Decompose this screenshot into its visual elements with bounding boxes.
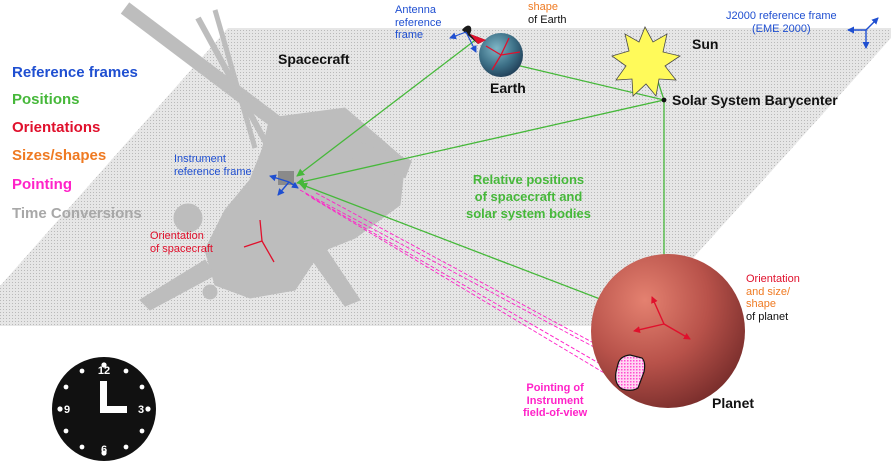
instrument-frame-icon xyxy=(269,171,299,196)
planet-axes xyxy=(633,296,691,340)
label-j2000-frame: J2000 reference frame (EME 2000) xyxy=(726,10,837,35)
j2000-frame-icon xyxy=(847,17,879,49)
label-instrument-frame: Instrument reference frame xyxy=(174,153,252,178)
label-planet-orientation: Orientation and size/ shape of planet xyxy=(746,273,800,323)
legend-positions: Positions xyxy=(12,91,80,108)
instrument-footprint xyxy=(615,354,646,391)
label-antenna-frame: Antenna reference frame xyxy=(395,4,442,42)
legend-pointing: Pointing xyxy=(12,176,72,193)
planet-globe xyxy=(591,254,745,408)
label-earth-shape: shape of Earth xyxy=(528,1,567,26)
legend-sizes-shapes: Sizes/shapes xyxy=(12,147,107,164)
vector-ssb-to-earth xyxy=(511,61,665,101)
sun-icon xyxy=(611,26,681,97)
label-sun: Sun xyxy=(692,36,719,52)
legend-time-conversions: Time Conversions xyxy=(12,205,142,222)
clock-numeral-3: 3 xyxy=(138,404,144,416)
pointing-lines xyxy=(299,189,641,393)
antenna-icon xyxy=(449,25,486,53)
legend-reference-frames: Reference frames xyxy=(12,64,138,81)
label-planet: Planet xyxy=(712,395,755,411)
earth-axes xyxy=(485,37,521,71)
clock-numeral-6: 6 xyxy=(101,444,107,456)
label-ssb: Solar System Barycenter xyxy=(672,92,838,108)
clock-numeral-12: 12 xyxy=(98,365,110,377)
label-pointing-fov: Pointing of Instrument field-of-view xyxy=(523,382,588,420)
spacecraft-orientation-axes xyxy=(243,219,275,263)
vector-ssb-to-spacecraft xyxy=(296,99,665,186)
ssb-point xyxy=(661,97,667,103)
label-spacecraft-orientation: Orientation of spacecraft xyxy=(150,230,213,255)
spacecraft-silhouette xyxy=(120,2,412,311)
legend-orientations: Orientations xyxy=(12,119,101,136)
clock-numeral-9: 9 xyxy=(64,404,70,416)
vector-earth-to-spacecraft xyxy=(296,37,479,177)
label-spacecraft: Spacecraft xyxy=(278,51,350,67)
clock-icon: 12 3 6 9 xyxy=(52,357,156,461)
label-relative-positions: Relative positions of spacecraft and sol… xyxy=(466,172,591,221)
label-earth: Earth xyxy=(490,80,526,96)
